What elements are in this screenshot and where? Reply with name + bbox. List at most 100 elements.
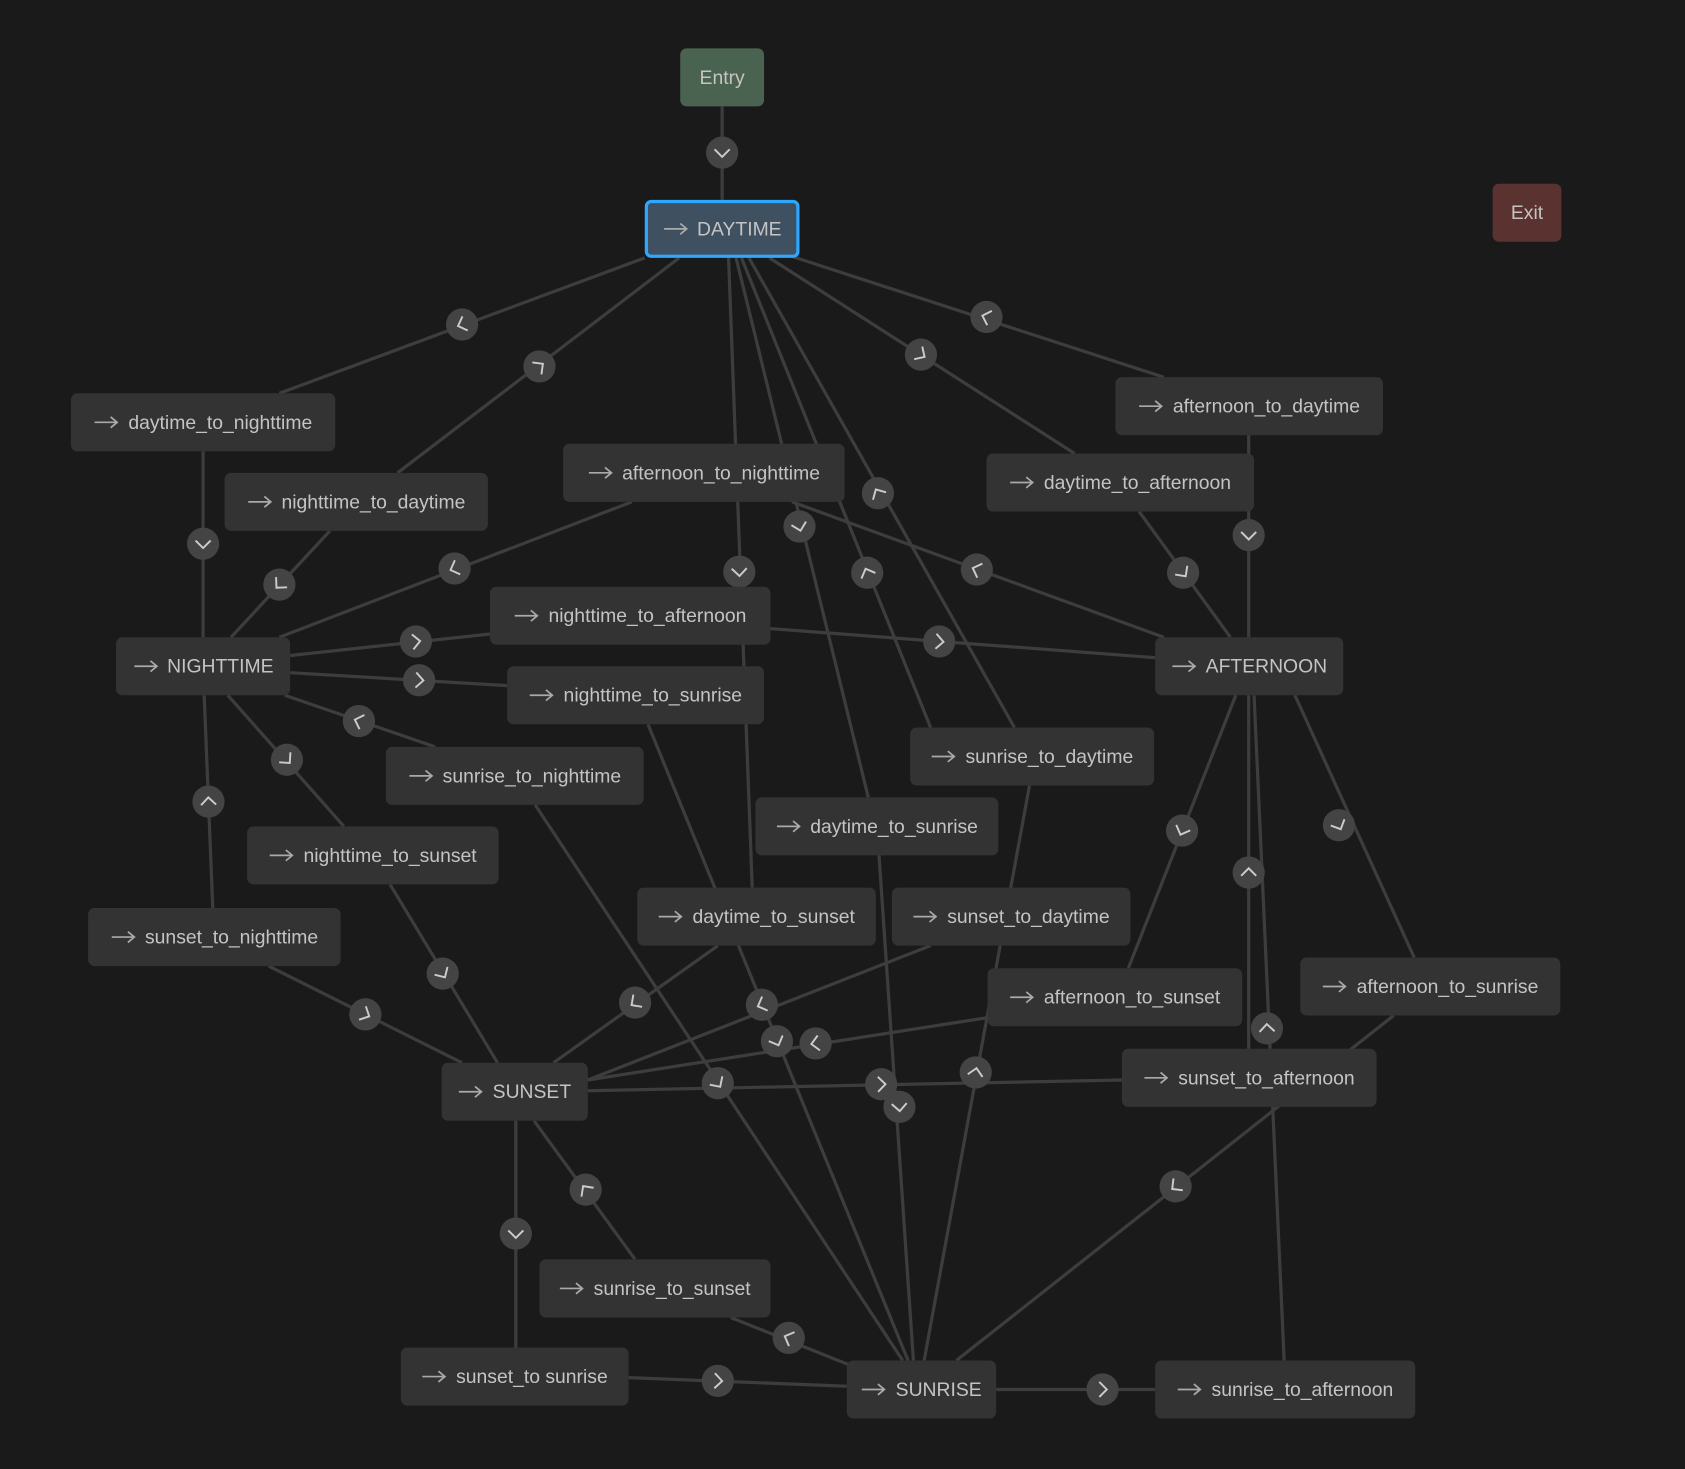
transition-label: sunrise_to_nighttime — [442, 764, 622, 787]
arrow-right-icon — [776, 820, 801, 833]
edge-direction-icon — [342, 704, 376, 738]
edge-direction-icon — [445, 308, 479, 341]
transition-label: nighttime_to_sunrise — [563, 683, 743, 706]
transition-edge — [289, 632, 491, 658]
edge-direction-icon — [861, 477, 895, 510]
state-daytime[interactable]: DAYTIME — [644, 199, 800, 258]
transition-label: sunset_to sunrise — [456, 1365, 608, 1387]
state-sunset[interactable]: SUNSET — [441, 1062, 588, 1121]
transition-label: daytime_to_sunrise — [810, 815, 978, 837]
edge-direction-icon — [1167, 556, 1200, 589]
state-nighttime[interactable]: NIGHTTIME — [116, 637, 291, 696]
transition-label: daytime_to_sunset — [692, 905, 855, 927]
entry-node[interactable]: Entry — [680, 48, 765, 107]
transition-nighttime-to-afternoon[interactable]: nighttime_to_afternoon — [490, 586, 771, 645]
transition-sunrise-to-afternoon[interactable]: sunrise_to_afternoon — [1155, 1360, 1416, 1419]
edge-direction-icon — [349, 998, 382, 1031]
transition-label: sunset_to_afternoon — [1178, 1066, 1355, 1089]
edge-direction-icon — [192, 785, 225, 818]
transition-daytime-to-afternoon[interactable]: daytime_to_afternoon — [986, 453, 1255, 512]
edge-direction-icon — [569, 1173, 602, 1206]
transition-label: sunrise_to_sunset — [593, 1277, 751, 1299]
transition-afternoon-to-sunset[interactable]: afternoon_to_sunset — [987, 968, 1243, 1027]
edge-direction-icon — [799, 1027, 832, 1060]
transition-sunset-to-daytime[interactable]: sunset_to_daytime — [891, 887, 1131, 946]
transition-afternoon-to-daytime[interactable]: afternoon_to_daytime — [1115, 377, 1384, 436]
exit-label: Exit — [1510, 201, 1544, 223]
edge-direction-icon — [760, 1025, 794, 1058]
edge-direction-icon — [1232, 519, 1265, 552]
transition-nighttime-to-sunset[interactable]: nighttime_to_sunset — [247, 826, 499, 885]
transition-label: afternoon_to_nighttime — [622, 461, 820, 484]
state-label: AFTERNOON — [1205, 654, 1328, 677]
state-label: SUNSET — [492, 1080, 572, 1103]
edge-direction-icon — [1232, 856, 1265, 889]
edge-direction-icon — [426, 957, 459, 990]
transition-label: nighttime_to_sunset — [303, 844, 477, 866]
arrow-right-icon — [1010, 476, 1035, 489]
transition-sunrise-to-nighttime[interactable]: sunrise_to_nighttime — [385, 746, 644, 805]
transition-sunrise-to-daytime[interactable]: sunrise_to_daytime — [910, 727, 1155, 786]
transition-sunset-to-nighttime[interactable]: sunset_to_nighttime — [88, 908, 341, 967]
transition-label: sunrise_to_daytime — [965, 745, 1134, 767]
transition-daytime-to-sunset[interactable]: daytime_to_sunset — [637, 887, 876, 946]
state-label: NIGHTTIME — [167, 654, 274, 677]
edge-direction-icon — [960, 553, 993, 586]
edge-direction-icon — [970, 300, 1003, 334]
edge-direction-icon — [1086, 1373, 1119, 1406]
transition-afternoon-to-nighttime[interactable]: afternoon_to_nighttime — [563, 443, 845, 502]
exit-node[interactable]: Exit — [1492, 183, 1562, 242]
edge-direction-icon — [745, 988, 779, 1021]
transition-nighttime-to-sunrise[interactable]: nighttime_to_sunrise — [507, 666, 765, 725]
arrow-right-icon — [1323, 980, 1348, 993]
edge-direction-icon — [399, 625, 432, 658]
arrow-right-icon — [913, 910, 938, 923]
arrow-right-icon — [95, 416, 119, 429]
transition-edge — [587, 1078, 1122, 1093]
arrow-right-icon — [659, 910, 684, 923]
arrow-right-icon — [515, 609, 540, 622]
transition-daytime-to-nighttime[interactable]: daytime_to_nighttime — [70, 393, 336, 452]
arrow-right-icon — [111, 931, 136, 944]
arrow-right-icon — [459, 1085, 484, 1098]
transition-label: daytime_to_nighttime — [128, 411, 313, 433]
arrow-right-icon — [1172, 660, 1197, 673]
arrow-right-icon — [422, 1370, 447, 1383]
arrow-right-icon — [588, 466, 613, 479]
transition-sunset-to-sunrise[interactable]: sunset_to sunrise — [400, 1347, 629, 1406]
transition-label: sunset_to_daytime — [947, 905, 1110, 927]
arrow-right-icon — [1010, 991, 1035, 1004]
arrow-right-icon — [409, 769, 434, 782]
transition-nighttime-to-daytime[interactable]: nighttime_to_daytime — [224, 472, 488, 531]
edge-direction-icon — [865, 1068, 898, 1101]
transition-afternoon-to-sunrise[interactable]: afternoon_to_sunrise — [1300, 957, 1561, 1016]
arrow-right-icon — [932, 750, 957, 763]
transition-label: sunset_to_nighttime — [145, 925, 319, 948]
edge-direction-icon — [499, 1217, 532, 1250]
state-label: DAYTIME — [697, 217, 782, 240]
edge-direction-icon — [1159, 1170, 1192, 1203]
edge-direction-icon — [851, 556, 884, 589]
edge-direction-icon — [1322, 809, 1356, 842]
transition-daytime-to-sunrise[interactable]: daytime_to_sunrise — [755, 797, 999, 856]
transition-label: afternoon_to_sunset — [1043, 985, 1221, 1008]
transition-sunset-to-afternoon[interactable]: sunset_to_afternoon — [1121, 1048, 1377, 1107]
arrow-right-icon — [1139, 400, 1164, 413]
edge-direction-icon — [772, 1321, 805, 1354]
transition-label: afternoon_to_sunrise — [1356, 975, 1539, 997]
state-sunrise[interactable]: SUNRISE — [846, 1360, 997, 1419]
edge-direction-icon — [523, 350, 556, 383]
transition-sunrise-to-sunset[interactable]: sunrise_to_sunset — [539, 1259, 771, 1318]
arrow-right-icon — [1144, 1071, 1169, 1084]
edge-direction-icon — [783, 510, 816, 543]
transition-label: nighttime_to_afternoon — [548, 604, 747, 626]
edge-direction-icon — [618, 986, 652, 1019]
edge-direction-icon — [438, 552, 471, 585]
transition-edge — [770, 627, 1156, 660]
arrow-right-icon — [530, 689, 555, 702]
state-afternoon[interactable]: AFTERNOON — [1155, 637, 1344, 696]
arrow-right-icon — [270, 849, 295, 862]
transition-label: nighttime_to_daytime — [281, 490, 466, 513]
arrow-right-icon — [560, 1282, 585, 1295]
